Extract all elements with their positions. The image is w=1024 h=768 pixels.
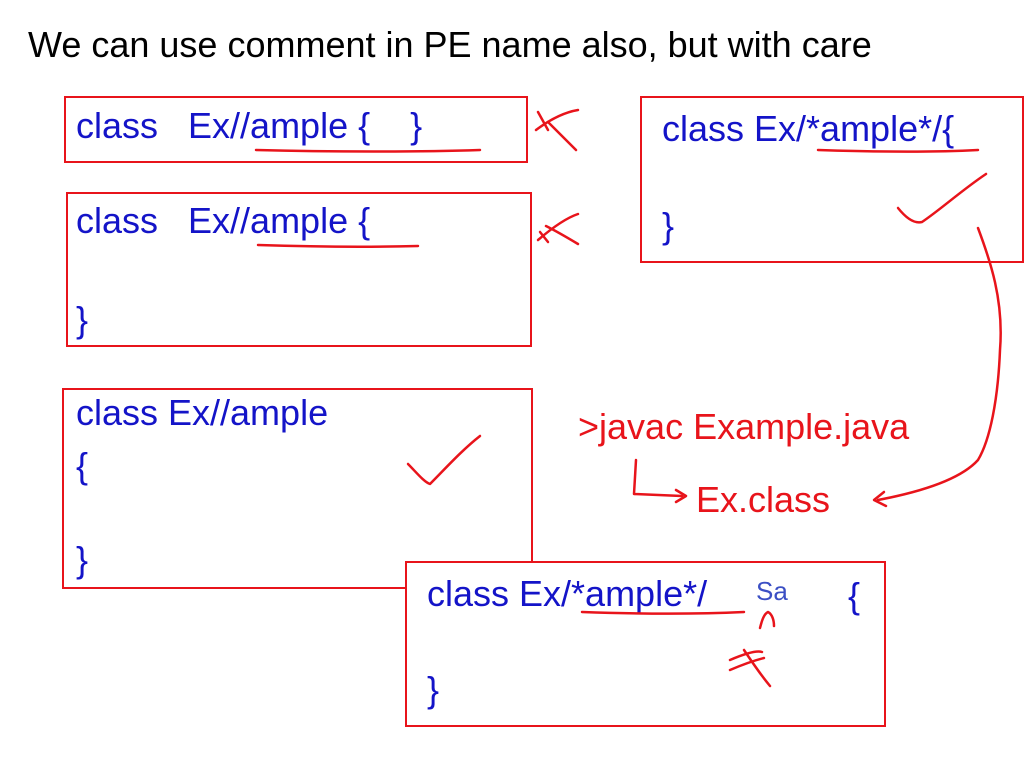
cross-mark-icon [534,108,580,152]
javac-command: >javac Example.java [578,406,910,447]
page-title: We can use comment in PE name also, but … [28,24,872,65]
code-box-1 [64,96,528,163]
code-line: { [76,445,89,486]
code-brace: { [848,575,861,616]
output-arrow [632,458,684,498]
code-line: class Ex//ample [76,392,329,433]
code-line: } [76,299,89,340]
code-line: } [427,669,440,710]
code-line: class Ex//ample { } [76,105,423,146]
inserted-text: Sa [756,576,788,606]
compile-arrow [876,226,1002,502]
code-line: } [76,539,89,580]
code-box-2 [66,192,532,347]
code-box-4 [640,96,1024,263]
code-line: class Ex/*ample*/{ [662,108,955,149]
code-line: class Ex//ample { [76,200,371,241]
code-line: } [662,205,675,246]
compile-output: Ex.class [696,479,831,520]
cross-mark-icon [536,212,580,246]
code-box-5 [405,561,886,727]
code-line: class Ex/*ample*/ [427,573,708,614]
code-box-3 [62,388,533,589]
